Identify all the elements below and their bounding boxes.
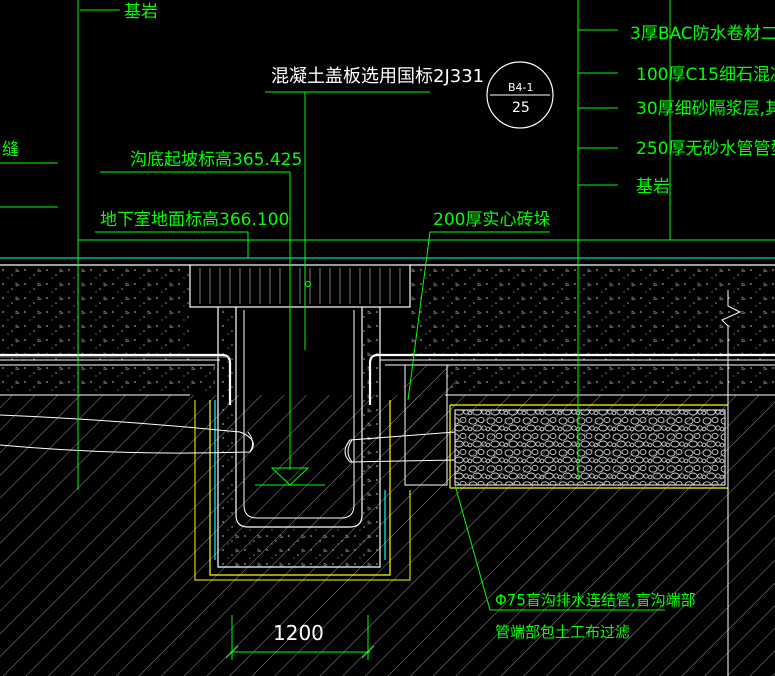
layer-1-label: 3厚BAC防水卷材二道 [630,24,775,44]
sub-layers [0,364,775,396]
layer-3-label: 30厚细砂隔浆层,其下铺 [636,99,775,119]
gravel-blind-ditch [449,404,728,489]
dimension-line [225,615,375,660]
pipe-note-2: 管端部包土工布过滤 [495,623,630,641]
pipe-note-1: Φ75盲沟排水连结管,盲沟端部 [495,591,696,609]
detail-callout [486,61,554,129]
floor-slab [0,257,775,361]
callout-ref-label: B4-1 [508,81,534,94]
trench-bottom-elevation-label: 沟底起坡标高365.425 [130,150,302,170]
concrete-cover-label: 混凝土盖板选用国标2J331 [271,66,484,87]
brick-wall-label: 200厚实心砖垛 [433,210,550,230]
brick-pier [404,364,448,486]
leader-lines [0,0,775,611]
layer-5-label: 基岩 [636,177,670,197]
dimension-label: 1200 [273,621,324,645]
callout-num-label: 25 [512,100,530,116]
break-line [721,290,742,676]
basement-floor-elevation-label: 地下室地面标高366.100 [100,210,289,230]
left-joint-label: 缝 [2,140,19,160]
top-base-rock-label: 基岩 [124,2,158,22]
drain-pipes [0,414,456,463]
layer-4-label: 250厚无砂水管管型盲沟 [636,139,775,159]
layer-2-label: 100厚C15细石混凝土垫 [636,65,775,85]
elevation-marker [255,281,325,486]
trench [0,264,775,581]
